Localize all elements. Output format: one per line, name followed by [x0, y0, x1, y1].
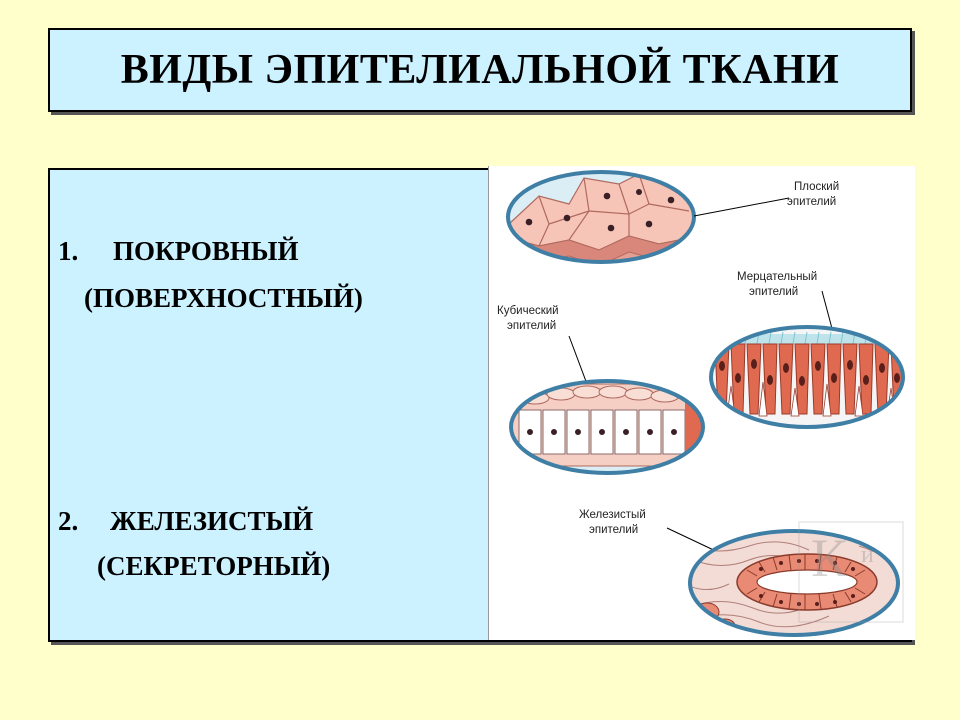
illustration-svg: Плоский эпителий Мерцательный эпителий [497, 170, 905, 637]
cuboidal-epithelium-illustration [509, 379, 705, 475]
watermark-logo: К и [798, 521, 904, 623]
label-squamous-line1: Плоский [794, 181, 839, 193]
item-1-number: 1. [58, 236, 79, 266]
label-cubic-line1: Кубический [497, 305, 559, 317]
item-1-name: ПОКРОВНЫЙ [113, 236, 299, 266]
label-ciliated-line1: Мерцательный [737, 271, 817, 283]
label-cubic-line2: эпителий [507, 320, 556, 332]
label-glandular-line2: эпителий [589, 524, 638, 536]
cubic-pointer-line [568, 335, 588, 385]
label-glandular-line1: Железистый [579, 509, 646, 521]
epithelium-illustration: Плоский эпителий Мерцательный эпителий [488, 166, 915, 640]
slide-title: ВИДЫ ЭПИТЕЛИАЛЬНОЙ ТКАНИ [120, 47, 840, 93]
squamous-pointer-line [693, 197, 790, 217]
title-box: ВИДЫ ЭПИТЕЛИАЛЬНОЙ ТКАНИ [48, 28, 912, 112]
svg-text:и: и [861, 542, 874, 568]
label-ciliated-line2: эпителий [749, 286, 798, 298]
item-1-subname: (ПОВЕРХНОСТНЫЙ) [84, 283, 363, 313]
item-2-subname: (СЕКРЕТОРНЫЙ) [97, 551, 331, 581]
squamous-epithelium-illustration [506, 170, 696, 264]
label-squamous-line2: эпителий [787, 196, 836, 208]
item-2-number: 2. [58, 506, 79, 536]
ciliated-epithelium-illustration [709, 325, 905, 429]
item-2-name: ЖЕЛЕЗИСТЫЙ [110, 506, 314, 536]
svg-text:К: К [811, 528, 848, 588]
